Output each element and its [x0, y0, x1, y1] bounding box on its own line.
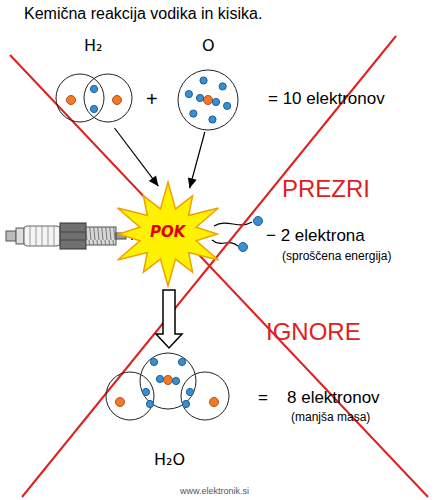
electron — [172, 377, 179, 384]
electron — [150, 358, 157, 365]
electron — [185, 90, 192, 97]
electron — [146, 400, 153, 407]
atom-shell — [56, 74, 104, 122]
atom-shell — [106, 372, 154, 420]
electron — [190, 110, 197, 117]
electron — [142, 388, 149, 395]
cross-line — [22, 36, 396, 497]
electron-count: = 10 elektronov — [268, 89, 385, 109]
title: Kemična reakcija vodika in kisika. — [24, 5, 262, 23]
atom-shell — [140, 353, 196, 409]
arrow-body — [156, 290, 182, 348]
reaction-arrow — [188, 132, 205, 188]
arrow-head — [149, 176, 159, 187]
plus-sign: + — [146, 88, 158, 111]
atom-shell — [178, 70, 238, 130]
electron — [200, 77, 207, 84]
warning-text: PREZRI — [282, 175, 370, 203]
formula-label: H₂O — [154, 450, 185, 469]
h2-molecule: H₂ — [50, 36, 136, 128]
nucleus — [67, 96, 76, 105]
arrow-line — [115, 128, 159, 186]
atom-shell — [84, 74, 132, 122]
electron — [178, 358, 185, 365]
watermark: www.elektronik.si — [180, 486, 249, 496]
nucleus — [116, 398, 125, 407]
h2o-molecule: H₂O — [102, 350, 238, 474]
note: (manjša masa) — [291, 410, 370, 424]
formula-label: O — [202, 36, 215, 55]
cross-line — [10, 55, 428, 497]
star-burst — [118, 182, 219, 286]
electron — [219, 83, 226, 90]
spark-plug — [6, 223, 132, 249]
arrow-head — [188, 177, 197, 188]
electron — [224, 102, 231, 109]
electron — [156, 375, 163, 382]
nucleus — [164, 376, 173, 385]
nucleus — [210, 398, 219, 407]
atom-shell — [181, 372, 229, 420]
electron — [182, 400, 189, 407]
warning-text: IGNORE — [266, 318, 361, 346]
electron — [90, 105, 97, 112]
electron-count: 8 elektronov — [287, 388, 380, 408]
hollow-arrow — [156, 290, 182, 348]
electron — [186, 388, 193, 395]
explosion-star: POK — [108, 182, 228, 286]
note: (sproščena energija) — [282, 249, 391, 263]
electron — [209, 116, 216, 123]
nucleus — [113, 96, 122, 105]
reaction-arrow — [115, 128, 159, 186]
electron-loss: − 2 elektrona — [266, 226, 365, 246]
equals-sign: = — [258, 388, 268, 408]
electron — [90, 85, 97, 92]
nucleus — [204, 96, 213, 105]
formula-label: H₂ — [84, 36, 102, 55]
o-atom: O — [176, 36, 240, 132]
sound-word: POK — [150, 223, 185, 241]
electron — [196, 94, 203, 101]
electron — [212, 98, 219, 105]
